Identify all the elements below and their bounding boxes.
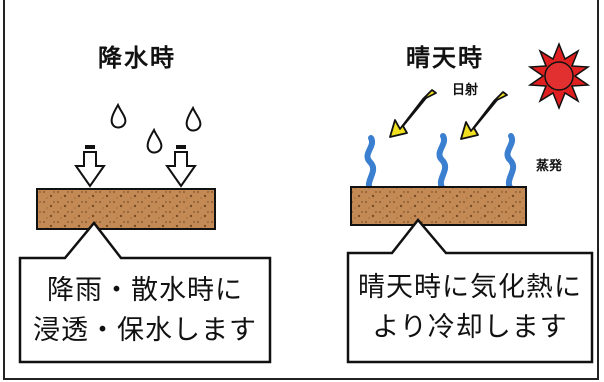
sunlight-label: 日射 [452, 83, 479, 98]
vapor-wave-icon [436, 133, 449, 193]
raindrop-icon [146, 127, 163, 154]
callout-box-left [18, 220, 272, 364]
vapor-wave-icon [364, 135, 377, 195]
caption-left-line1: 降雨・散水時に [47, 275, 243, 306]
down-arrow-icon [74, 145, 106, 188]
diagonal-arrow-icon [389, 89, 437, 138]
diagram-frame [3, 0, 599, 380]
soil-block-left [36, 188, 216, 230]
raindrop-icon [185, 105, 202, 132]
caption-right-line2: より冷却します [372, 312, 568, 343]
caption-right-line1: 晴天時に気化熱に [358, 272, 582, 303]
sun-icon [527, 41, 591, 111]
down-arrow-icon [165, 145, 197, 188]
soil-block-right [350, 186, 527, 226]
evaporation-label: 蒸発 [536, 159, 563, 174]
heading-rainfall: 降水時 [98, 44, 176, 72]
caption-right: 晴天時に気化熱に より冷却します [348, 268, 592, 348]
caption-left-line2: 浸透・保水します [33, 315, 257, 346]
heading-sunny: 晴天時 [406, 44, 484, 72]
callout-box-right [346, 218, 594, 364]
diagonal-arrow-icon [460, 91, 508, 140]
vapor-wave-icon [504, 133, 517, 193]
raindrop-icon [110, 102, 127, 129]
caption-left: 降雨・散水時に 浸透・保水します [20, 271, 270, 351]
